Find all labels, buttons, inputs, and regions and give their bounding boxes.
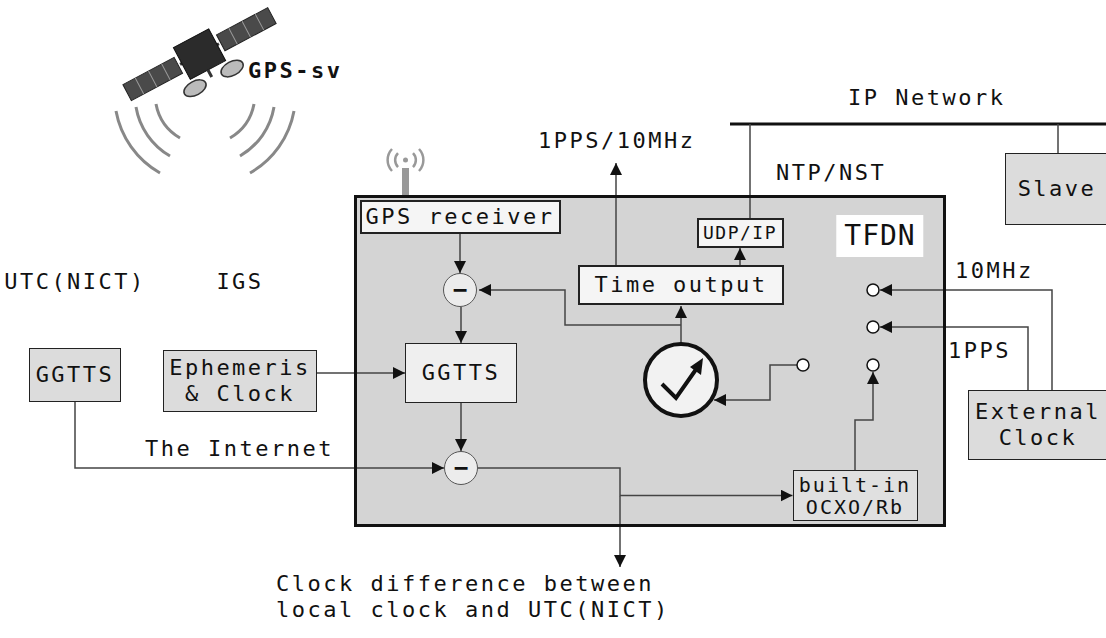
label-text: 1PPS/10MHz bbox=[538, 128, 695, 153]
client-box: Slave bbox=[1005, 153, 1106, 225]
data-source-box: IGSEphemeris & Clock bbox=[163, 350, 317, 412]
node-text: built-in OCXO/Rb bbox=[798, 474, 912, 518]
label-text: 10MHz bbox=[955, 258, 1034, 283]
label-text: 1PPS bbox=[948, 338, 1011, 363]
switch-contact bbox=[867, 321, 879, 333]
link-label: The Internet bbox=[145, 436, 334, 462]
frame-tag: TFDN bbox=[836, 215, 923, 257]
node-text: Time output bbox=[594, 272, 767, 298]
subtractor-circle: − bbox=[444, 451, 478, 485]
switch-contact bbox=[867, 284, 879, 296]
node-text: − bbox=[453, 278, 467, 302]
label-text: The Internet bbox=[145, 436, 334, 461]
signal-label: 1PPS bbox=[948, 338, 1011, 364]
heading-holder: UTC(NICT) bbox=[4, 269, 146, 295]
signal-arc bbox=[116, 111, 160, 173]
signal-wires bbox=[479, 163, 1052, 567]
node-text: − bbox=[454, 456, 468, 480]
switch-contact bbox=[867, 359, 879, 371]
satellite-body bbox=[173, 29, 225, 80]
label-text: NTP/NST bbox=[776, 160, 886, 185]
node-text: GPS receiver bbox=[366, 204, 555, 230]
connector-arrow bbox=[478, 468, 793, 496]
device-frame: TFDN GPS receiverUDP/IP Time output − GGTTS −… bbox=[354, 195, 946, 527]
oscillator-box: built-in OCXO/Rb bbox=[793, 470, 918, 521]
antenna-dot bbox=[403, 158, 408, 163]
frame-name: TFDN bbox=[836, 215, 923, 257]
label-text: GPS-sv bbox=[248, 58, 342, 83]
node-text: External Clock bbox=[975, 399, 1102, 451]
antenna-stem bbox=[402, 168, 409, 196]
node-text: Slave bbox=[1018, 176, 1097, 202]
connector-arrow bbox=[460, 403, 462, 451]
network-bus bbox=[730, 123, 1106, 126]
device-ground bbox=[354, 195, 946, 527]
heading-holder: IGS bbox=[216, 269, 263, 295]
connector-arrow bbox=[317, 372, 405, 374]
satellite-label: GPS-sv bbox=[248, 58, 342, 84]
bus-drop bbox=[749, 124, 751, 218]
signal-arc bbox=[230, 104, 254, 138]
process-box: GGTTS bbox=[405, 343, 517, 403]
subtractor-circle: − bbox=[443, 273, 477, 307]
label-text: IP Network bbox=[848, 85, 1005, 110]
signal-label: 10MHz bbox=[955, 258, 1034, 284]
protocol-label: NTP/NST bbox=[776, 160, 886, 186]
reference-box: UTC(NICT)GGTTS bbox=[29, 348, 121, 402]
signal-arc bbox=[240, 107, 274, 156]
network-label: IP Network bbox=[848, 85, 1005, 111]
external-wire bbox=[880, 290, 1052, 390]
node-text: GGTTS bbox=[36, 362, 115, 388]
switch-contact bbox=[797, 359, 809, 371]
satellite-dish bbox=[218, 57, 246, 81]
node-heading: IGS bbox=[216, 269, 263, 294]
signal-waves bbox=[116, 104, 294, 173]
antenna-symbol bbox=[388, 149, 424, 196]
clock-source-box: External Clock bbox=[968, 390, 1106, 460]
signal-arc bbox=[250, 111, 294, 173]
label-text: Clock difference between local clock and… bbox=[276, 571, 670, 622]
connector-arrow bbox=[459, 234, 461, 273]
signal-arc bbox=[156, 104, 180, 138]
clock-hand-tip bbox=[690, 358, 703, 375]
protocol-box: UDP/IP bbox=[697, 218, 784, 248]
output-box: Time output bbox=[578, 265, 784, 305]
node-text: UDP/IP bbox=[703, 222, 777, 244]
clock-icon bbox=[645, 344, 717, 416]
connector-arrow bbox=[460, 307, 462, 343]
connector-arrow bbox=[739, 248, 741, 265]
satellite-dish bbox=[181, 76, 209, 100]
bus-drop bbox=[1057, 124, 1059, 153]
clock-hands bbox=[662, 368, 697, 398]
output-note: Clock difference between local clock and… bbox=[276, 571, 716, 623]
satellite-mast bbox=[208, 70, 212, 77]
clock-face bbox=[645, 344, 717, 416]
difference-arrow bbox=[619, 496, 621, 567]
antenna-waves bbox=[388, 149, 424, 171]
receiver-box: GPS receiver bbox=[360, 200, 561, 234]
switch-wire bbox=[714, 365, 797, 400]
output-arrow bbox=[615, 163, 617, 265]
node-text: GGTTS bbox=[422, 360, 501, 386]
oscillator-wire bbox=[855, 372, 873, 470]
input-switch bbox=[797, 284, 879, 371]
node-heading: UTC(NICT) bbox=[4, 269, 146, 294]
node-text: Ephemeris & Clock bbox=[169, 355, 312, 407]
external-wire bbox=[880, 327, 1028, 390]
signal-label: 1PPS/10MHz bbox=[538, 128, 695, 154]
signal-arc bbox=[136, 107, 170, 156]
